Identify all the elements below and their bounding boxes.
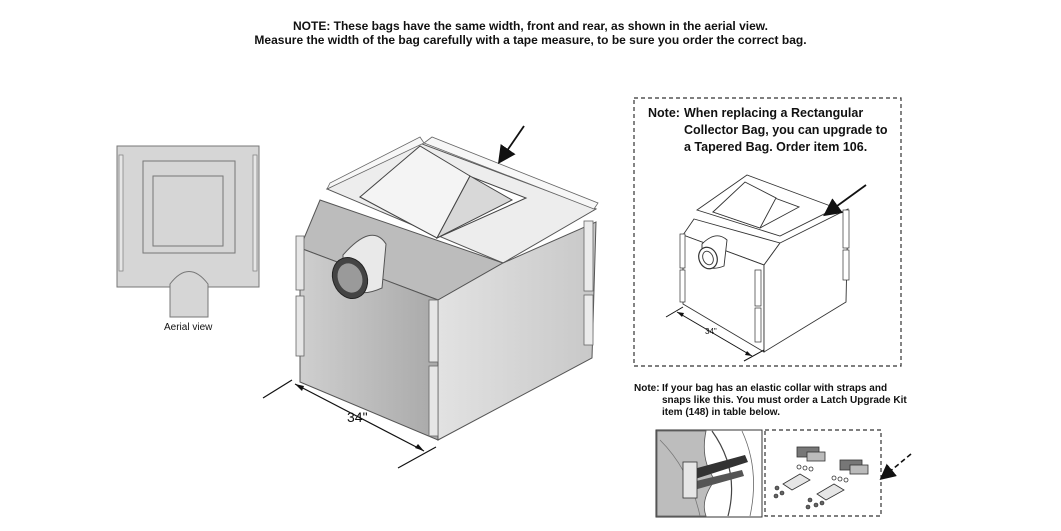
elastic-collar-photo — [655, 429, 763, 518]
tapered-note-line-2: Collector Bag, you can upgrade to — [684, 123, 888, 137]
latch-note-line-3: item (148) in table below. — [662, 407, 780, 418]
tapered-bag-note: Note: When replacing a Rectangular Colle… — [648, 105, 898, 157]
latch-kit-box — [764, 429, 882, 517]
header-note-line-1: NOTE: These bags have the same width, fr… — [292, 19, 769, 33]
latch-note-line-2: snaps like this. You must order a Latch … — [662, 395, 907, 406]
tapered-bag-illustration — [665, 174, 867, 362]
main-bag-width-label: 34" — [347, 409, 368, 425]
tapered-bag-box — [633, 97, 902, 367]
latch-kit-illustration — [773, 446, 869, 510]
latch-note-label: Note: — [634, 383, 660, 394]
latch-upgrade-note: Note: If your bag has an elastic collar … — [634, 383, 914, 423]
tapered-note-line-3: a Tapered Bag. Order item 106. — [684, 140, 868, 154]
latch-arrow — [879, 453, 912, 481]
aerial-view-caption: Aerial view — [164, 322, 213, 333]
tapered-note-line-1: When replacing a Rectangular — [684, 106, 864, 120]
latch-note-line-1: If your bag has an elastic collar with s… — [662, 383, 888, 394]
tapered-bag-width-label: 34" — [705, 327, 717, 336]
aerial-view-illustration — [116, 145, 260, 318]
main-bag-illustration — [262, 125, 599, 469]
header-note-line-2: Measure the width of the bag carefully w… — [254, 33, 807, 47]
tapered-note-label: Note: — [648, 106, 680, 120]
